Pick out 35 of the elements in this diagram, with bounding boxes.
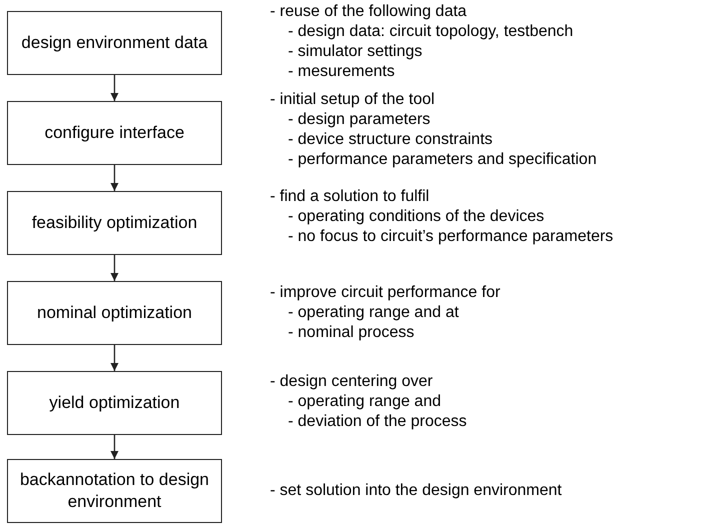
bullet-item: - no focus to circuit’s performance parameters [288,227,614,247]
bullet-item: - deviation of the process [288,412,467,432]
process-box [7,191,222,255]
bullet-item: - mesurements [288,62,395,82]
description-text: - reuse of the following data [270,2,467,22]
arrow [110,345,118,371]
process-box [7,11,222,75]
arrow [110,435,118,459]
process-box [7,459,222,523]
description-text: - initial setup of the tool [270,90,435,110]
bullet-item: - nominal process [288,323,414,343]
box-label: design environment data [20,32,209,54]
bullet-item: - operating conditions of the devices [288,207,544,227]
description-text: - design centering over [270,372,433,392]
arrow [110,75,118,101]
bullet-item: - device structure constraints [288,130,493,150]
box-label: configure interface [44,122,186,144]
description-text: - improve circuit performance for [270,283,500,303]
bullet-item: - operating range and at [288,303,459,323]
bullet-item: - design data: circuit topology, testbench [288,22,574,42]
box-label: yield optimization [48,392,181,414]
process-box [7,101,222,165]
arrow [110,165,118,191]
box-label: nominal optimization [36,302,193,324]
description-text: - find a solution to fulfil [270,187,430,207]
bullet-item: - design parameters [288,110,430,130]
process-box [7,281,222,345]
arrow [110,255,118,281]
bullet-item: - operating range and [288,392,441,412]
bullet-item: - simulator settings [288,42,422,62]
bullet-item: - performance parameters and specification [288,150,597,170]
box-label: backannotation to design environment [18,469,210,513]
process-box [7,371,222,435]
box-label: feasibility optimization [30,212,198,234]
description-text: - set solution into the design environment [270,481,562,501]
